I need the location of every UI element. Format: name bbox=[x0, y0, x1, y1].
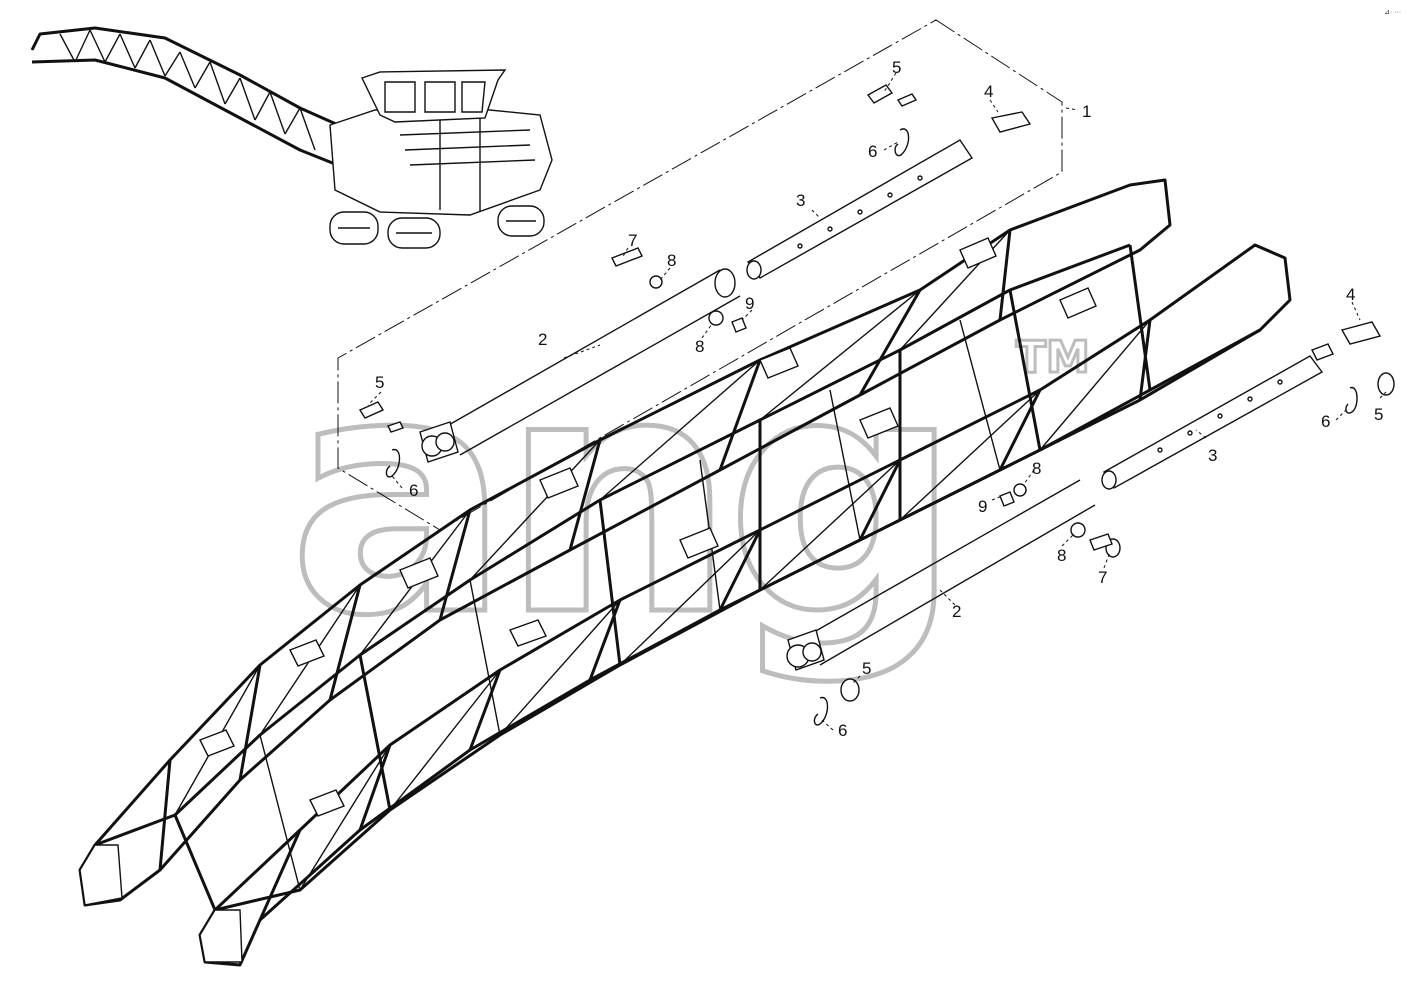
leader-lines bbox=[367, 72, 1387, 731]
callout-6: 6 bbox=[868, 142, 877, 161]
callout-6: 6 bbox=[838, 721, 847, 740]
callout-8: 8 bbox=[695, 337, 704, 356]
callout-9: 9 bbox=[745, 294, 754, 313]
callout-7: 7 bbox=[1098, 568, 1107, 587]
callout-2: 2 bbox=[538, 330, 547, 349]
callout-8: 8 bbox=[667, 251, 676, 270]
callout-7: 7 bbox=[628, 231, 637, 250]
callout-8: 8 bbox=[1032, 459, 1041, 478]
conveyor-frame bbox=[78, 178, 1292, 967]
right-exploded-parts bbox=[786, 321, 1395, 726]
callout-8: 8 bbox=[1057, 546, 1066, 565]
callout-labels: 1 2 2 3 3 4 4 5 5 5 5 6 6 6 6 7 7 8 8 8 … bbox=[375, 58, 1383, 740]
callout-9: 9 bbox=[978, 497, 987, 516]
callout-5: 5 bbox=[1374, 405, 1383, 424]
callout-6: 6 bbox=[409, 481, 418, 500]
callout-3: 3 bbox=[1208, 446, 1217, 465]
callout-4: 4 bbox=[1346, 285, 1355, 304]
watermark-text: ang bbox=[288, 304, 952, 688]
callout-2: 2 bbox=[952, 602, 961, 621]
callout-1: 1 bbox=[1082, 102, 1091, 121]
upper-exploded-parts bbox=[358, 84, 1032, 478]
callout-3: 3 bbox=[796, 191, 805, 210]
machine-overview-icon bbox=[30, 26, 553, 249]
callout-4: 4 bbox=[984, 82, 993, 101]
corner-mark: ⊿· ··· bbox=[1384, 9, 1401, 16]
callout-5: 5 bbox=[375, 373, 384, 392]
callout-5: 5 bbox=[862, 659, 871, 678]
callout-6: 6 bbox=[1321, 412, 1330, 431]
callout-5: 5 bbox=[892, 58, 901, 77]
